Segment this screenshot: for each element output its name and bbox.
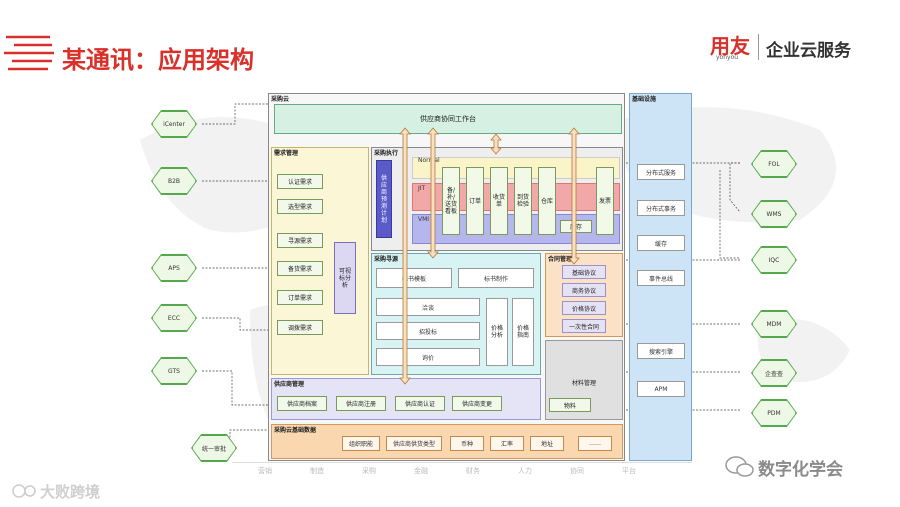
ext-pdm: PDM — [752, 400, 796, 426]
bottom-item-marketing: 营销 — [258, 467, 272, 475]
contract-business: 商务协议 — [562, 283, 606, 297]
ext-qichacha: 企查查 — [752, 360, 796, 386]
execution-plan: 供应商预测计划 — [376, 160, 392, 238]
sourcing-title: 采购寻源 — [374, 256, 399, 263]
supplier-register: 供应商注册 — [336, 396, 386, 411]
material-item: 物料 — [549, 398, 591, 412]
watermark-left: 大败跨境 — [40, 483, 101, 501]
bottom-item-procurement: 采购 — [362, 467, 376, 475]
base-data-supply-type: 供应商供货类型 — [386, 436, 442, 451]
brand-divider — [758, 34, 759, 60]
exec-col-receipt: 收货单 — [490, 167, 508, 235]
base-data-address: 地址 — [530, 436, 564, 451]
ext-mdm: MDM — [752, 311, 796, 337]
exec-col-inspection: 到货检验 — [514, 167, 532, 235]
base-data-more: …… — [578, 436, 612, 451]
contract-price: 价格协议 — [562, 301, 606, 315]
sourcing-inquiry: 询价 — [376, 348, 480, 366]
infrastructure-title: 基础设施 — [632, 96, 657, 103]
bottom-item-accounting: 财务 — [466, 467, 480, 475]
exec-col-warehouse: 仓库 — [538, 167, 556, 235]
infra-event-bus: 事件总线 — [637, 270, 685, 286]
sourcing-tender-make: 标书制作 — [458, 268, 534, 288]
header-stripes-decoration — [4, 35, 54, 71]
material-title: 材料管理 — [572, 380, 597, 387]
watermark-left-icon — [12, 484, 36, 498]
supplier-certify: 供应商认证 — [395, 396, 445, 411]
demand-item-sourcing: 寻源需求 — [277, 233, 323, 248]
infra-search-engine: 搜索引擎 — [637, 343, 685, 359]
page-title: 某通讯：应用架构 — [62, 46, 254, 74]
brand-service: 企业云服务 — [766, 41, 851, 61]
bottom-strip — [232, 462, 692, 482]
infra-distributed-transaction: 分布式事务 — [637, 200, 685, 216]
contract-title: 合同管理 — [548, 256, 573, 263]
brand-logo: 用友 — [710, 34, 750, 58]
contract-onetime: 一次性合同 — [562, 319, 606, 333]
base-data-currency: 币种 — [450, 436, 484, 451]
bottom-item-hr: 人力 — [518, 467, 532, 475]
ext-wms: WMS — [752, 201, 796, 227]
sourcing-tender-template: 标书模板 — [376, 268, 452, 288]
base-data-org: 组织职能 — [342, 436, 380, 451]
base-data-title: 采购云基础数据 — [274, 427, 317, 434]
demand-item-stocking: 备货需求 — [277, 261, 323, 276]
execution-title: 采购执行 — [374, 150, 399, 157]
contract-basic: 基础协议 — [562, 265, 606, 279]
supplier-workbench-label: 供应商协同工作台 — [420, 115, 476, 123]
supplier-title: 供应商管理 — [274, 381, 305, 388]
exec-col-invoice: 发票 — [596, 167, 614, 235]
infra-apm: APM — [637, 381, 685, 397]
supplier-workbench-bar — [274, 104, 622, 134]
demand-analysis: 可视标分析 — [334, 242, 356, 314]
sourcing-price-strategy: 价格指南 — [512, 298, 534, 366]
sourcing-negotiation: 洽谈 — [376, 298, 480, 316]
infra-cache: 缓存 — [637, 235, 685, 251]
ext-ecc: ECC — [152, 305, 196, 331]
bottom-item-finance: 金融 — [414, 467, 428, 475]
exec-col-order: 订单 — [466, 167, 484, 235]
exec-row-jit: JIT — [418, 185, 426, 192]
sourcing-price-analysis: 价格分析 — [486, 298, 508, 366]
ext-icenter: iCenter — [152, 111, 196, 137]
ext-iqc: IQC — [752, 247, 796, 273]
brand-logo-sub: yonyou — [716, 54, 739, 61]
base-data-panel — [271, 424, 623, 459]
ext-aps: APS — [152, 255, 196, 281]
demand-item-transfer: 调拨需求 — [277, 320, 323, 335]
demand-item-order: 订单需求 — [277, 290, 323, 305]
demand-title: 需求管理 — [274, 150, 299, 157]
demand-item-selection: 选型需求 — [277, 199, 323, 214]
exec-row-vmi: VMI — [418, 216, 430, 223]
ext-gts: GTS — [152, 358, 196, 384]
ext-b2b: B2B — [152, 168, 196, 194]
bottom-item-platform: 平台 — [622, 467, 636, 475]
wechat-icon — [725, 456, 754, 477]
exec-col-kanban: 备/补/送货看板 — [442, 167, 460, 235]
ext-fol: FOL — [752, 151, 796, 177]
infra-distributed-service: 分布式服务 — [637, 164, 685, 180]
bottom-item-collaboration: 协同 — [570, 467, 584, 475]
watermark-right: 数字化学会 — [758, 460, 843, 480]
base-data-exchange-rate: 汇率 — [490, 436, 524, 451]
procurement-cloud-title: 采购云 — [271, 96, 290, 103]
supplier-profile: 供应商档案 — [277, 396, 327, 411]
sourcing-bidding: 招投标 — [376, 322, 480, 340]
bottom-item-manufacturing: 制造 — [310, 467, 324, 475]
supplier-change: 供应商变更 — [452, 396, 502, 411]
ext-unified-approval: 统一审批 — [192, 435, 236, 461]
exec-row-normal: Normal — [418, 157, 440, 164]
demand-item-certification: 认证需求 — [277, 174, 323, 189]
